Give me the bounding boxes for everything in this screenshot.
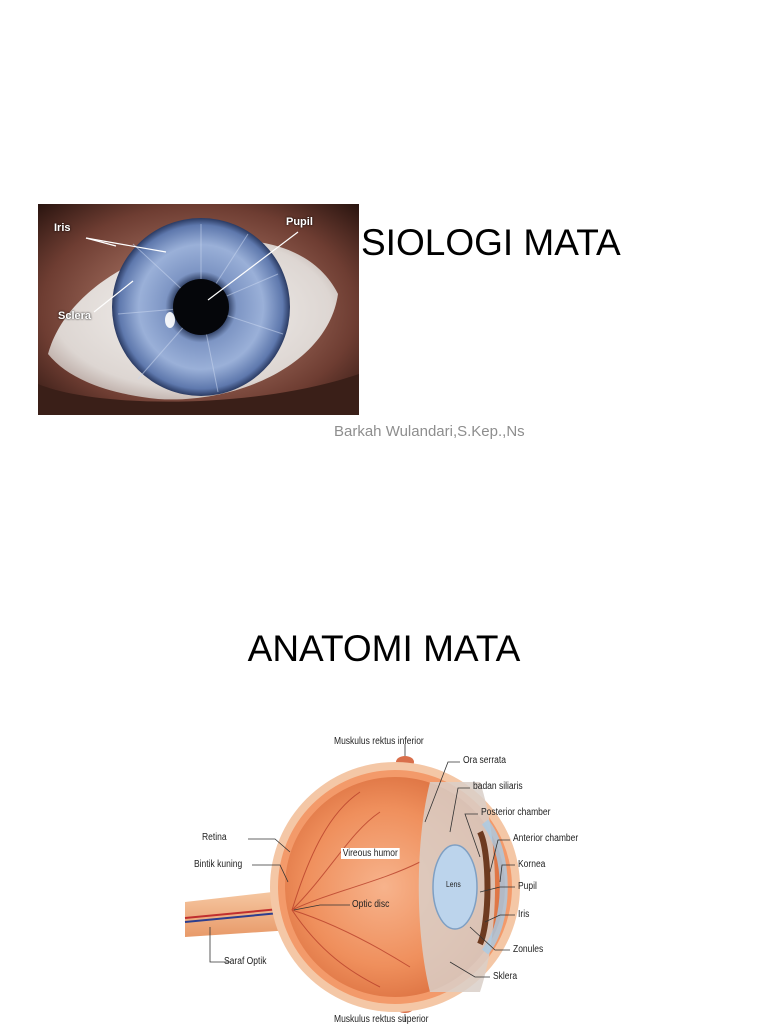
label-lens: Lens [446, 880, 461, 889]
slide-2-title: ANATOMI MATA [247, 628, 521, 669]
label-zonules: Zonules [513, 944, 544, 955]
label-optic-disc: Optic disc [352, 899, 390, 910]
label-badan-siliaris: badan siliaris [473, 781, 523, 792]
label-vitreous-humor: Vireous humor [341, 848, 400, 859]
label-ora-serrata: Ora serrata [463, 755, 506, 766]
author-name: Barkah Wulandari,S.Kep.,Ns [334, 423, 525, 440]
eye-photo: Iris Pupil Sclera [38, 204, 359, 415]
label-iris: Iris [518, 909, 530, 920]
sclera-label: Sclera [58, 310, 92, 322]
slide-1: Iris Pupil Sclera SIOLOGI MATA Barkah Wu… [0, 0, 768, 512]
iris-label: Iris [54, 222, 71, 234]
pupil-label: Pupil [286, 216, 313, 228]
label-kornea: Kornea [518, 859, 546, 870]
label-saraf-optik: Saraf Optik [224, 956, 267, 967]
label-muskulus-rektus-superior: Muskulus rektus inferior [334, 736, 424, 747]
label-anterior-chamber: Anterior chamber [513, 833, 579, 844]
label-posterior-chamber: Posterior chamber [481, 807, 551, 818]
eye-anatomy-diagram: Muskulus rektus inferior Ora serrata bad… [180, 722, 600, 1025]
label-sklera: Sklera [493, 971, 518, 982]
label-retina: Retina [202, 832, 227, 843]
label-bintik-kuning: Bintik kuning [194, 859, 243, 870]
label-muskulus-rektus-inferior: Muskulus rektus superior [334, 1014, 429, 1025]
slide-1-title: SIOLOGI MATA [361, 222, 621, 263]
slide-2: ANATOMI MATA [0, 512, 768, 1025]
label-pupil: Pupil [518, 881, 537, 892]
